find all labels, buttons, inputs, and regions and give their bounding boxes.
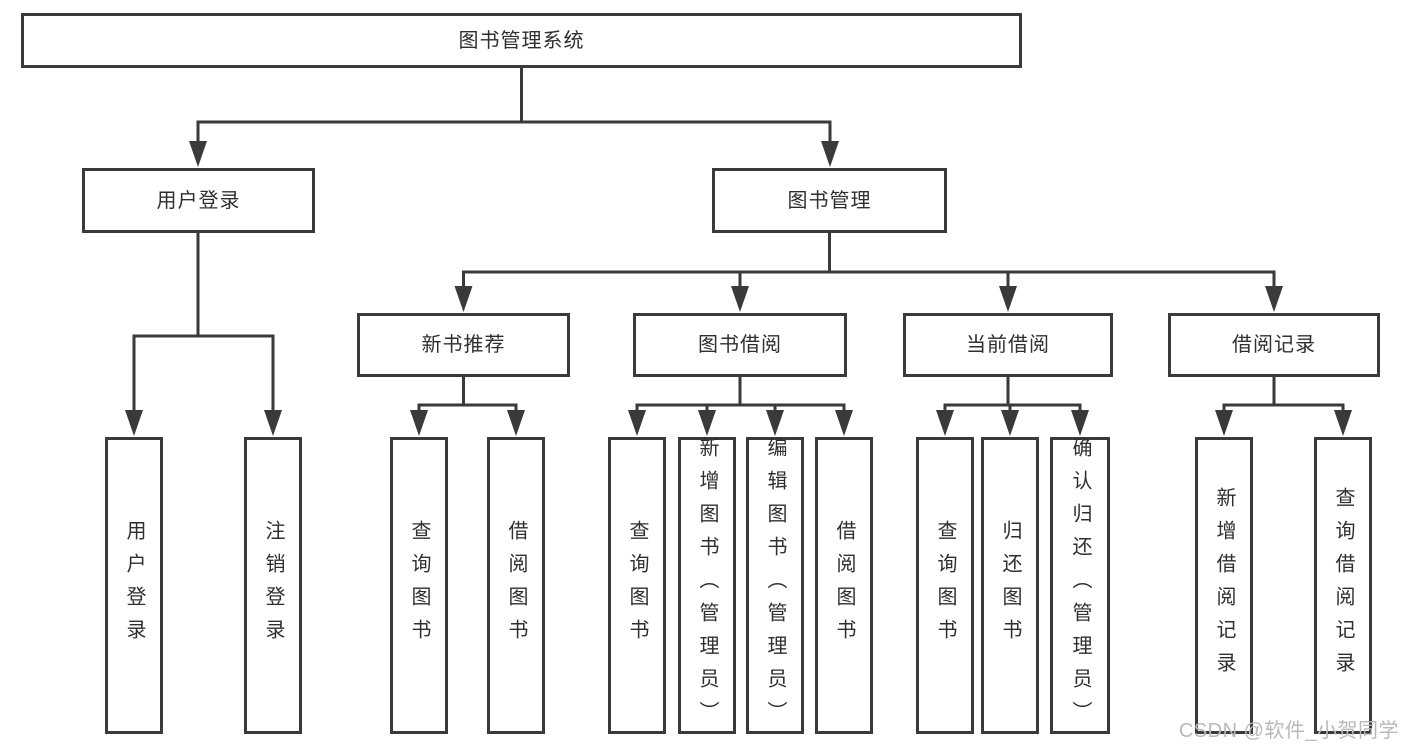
node-label: 借阅记录: [1232, 334, 1316, 356]
node-label: 归还图书: [999, 519, 1021, 652]
node-label: 查询图书: [934, 519, 956, 652]
leaf-logout: 注销登录: [244, 437, 302, 734]
node-label: 用户登录: [156, 189, 241, 212]
node-label: 图书借阅: [698, 334, 782, 356]
leaf-return-books: 归还图书: [981, 437, 1039, 734]
leaf-user-login: 用户登录: [105, 437, 163, 734]
node-library-management-system: 图书管理系统: [21, 13, 1022, 68]
node-label: 查询图书: [408, 519, 430, 652]
leaf-borrow-books: 借阅图书: [815, 437, 873, 734]
node-label: 查询图书: [626, 519, 648, 652]
leaf-query-borrow-record: 查询借阅记录: [1314, 437, 1372, 734]
leaf-confirm-return-admin: 确认归还（管理员）: [1050, 437, 1110, 734]
node-user-login: 用户登录: [82, 168, 315, 233]
node-label: 图书管理: [787, 189, 872, 212]
leaf-query-books-current: 查询图书: [916, 437, 974, 734]
node-new-book-recommend: 新书推荐: [357, 313, 570, 377]
leaf-query-books-recommend: 查询图书: [390, 437, 448, 734]
leaf-query-books-borrowing: 查询图书: [608, 437, 666, 734]
node-label: 新增图书（管理员）: [696, 437, 718, 734]
node-label: 确认归还（管理员）: [1069, 437, 1091, 734]
leaf-edit-books-admin: 编辑图书（管理员）: [746, 437, 804, 734]
node-label: 新书推荐: [421, 334, 506, 356]
node-label: 注销登录: [262, 519, 284, 652]
node-label: 用户登录: [123, 519, 145, 652]
node-book-borrowing: 图书借阅: [633, 313, 847, 377]
node-current-borrowing: 当前借阅: [903, 313, 1113, 377]
node-borrowing-records: 借阅记录: [1168, 313, 1380, 377]
csdn-watermark: CSDN @软件_小贺同学: [1178, 720, 1399, 742]
node-label: 借阅图书: [505, 519, 527, 652]
node-label: 图书管理系统: [458, 29, 585, 52]
leaf-borrow-books-recommend: 借阅图书: [487, 437, 545, 734]
leaf-add-books-admin: 新增图书（管理员）: [678, 437, 736, 734]
node-label: 编辑图书（管理员）: [764, 437, 786, 734]
node-label: 借阅图书: [833, 519, 855, 652]
leaf-add-borrow-record: 新增借阅记录: [1195, 437, 1253, 734]
node-book-management: 图书管理: [712, 168, 947, 233]
node-label: 新增借阅记录: [1213, 486, 1235, 685]
node-label: 当前借阅: [966, 334, 1050, 356]
node-label: 查询借阅记录: [1332, 486, 1354, 685]
